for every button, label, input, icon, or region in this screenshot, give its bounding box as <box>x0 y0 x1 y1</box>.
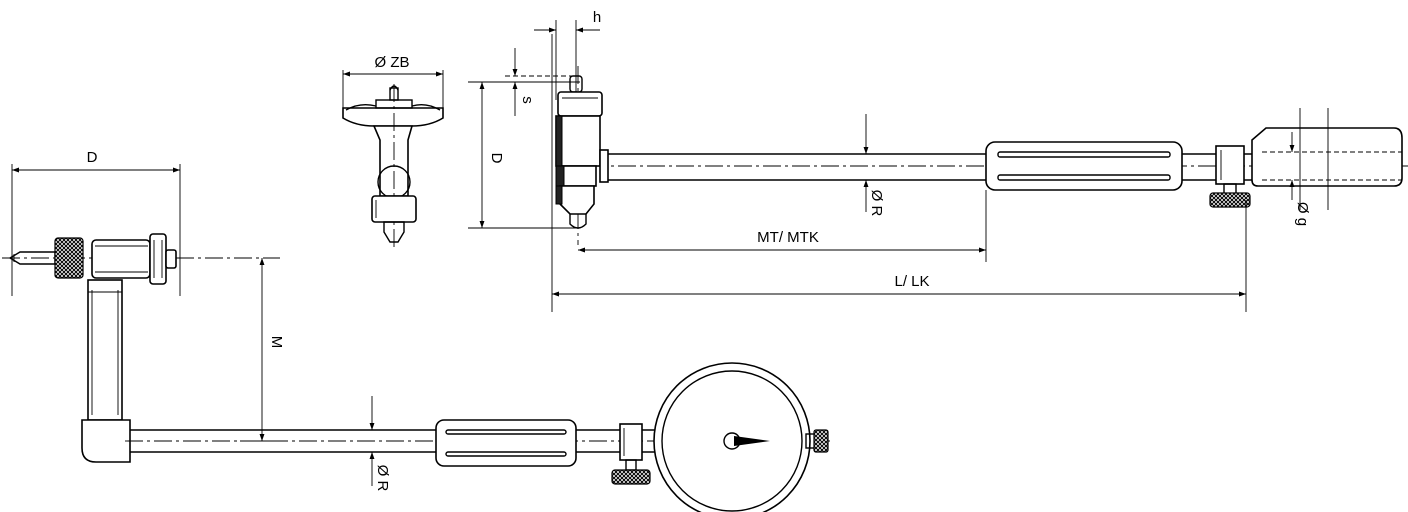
label-d-left: D <box>87 149 98 166</box>
measuring-head-detail <box>342 70 444 250</box>
label-l-lk: L/ LK <box>894 273 929 290</box>
dial-needle <box>734 436 770 446</box>
label-r-right: Ø R <box>868 190 885 217</box>
dial-gauge-face <box>661 370 803 512</box>
label-r-left: Ø R <box>374 465 391 492</box>
label-h: h <box>593 9 601 26</box>
label-mt-mtk: MT/ MTK <box>757 229 819 246</box>
label-d-mid: D <box>488 153 505 164</box>
right-bore-gauge <box>468 20 1408 312</box>
label-g: Ø g <box>1294 202 1311 226</box>
label-zb: Ø ZB <box>374 54 409 71</box>
left-bore-gauge <box>2 164 830 512</box>
dial-gauge-outer <box>653 362 811 512</box>
label-m: M <box>268 336 285 349</box>
label-s: s <box>519 96 536 104</box>
